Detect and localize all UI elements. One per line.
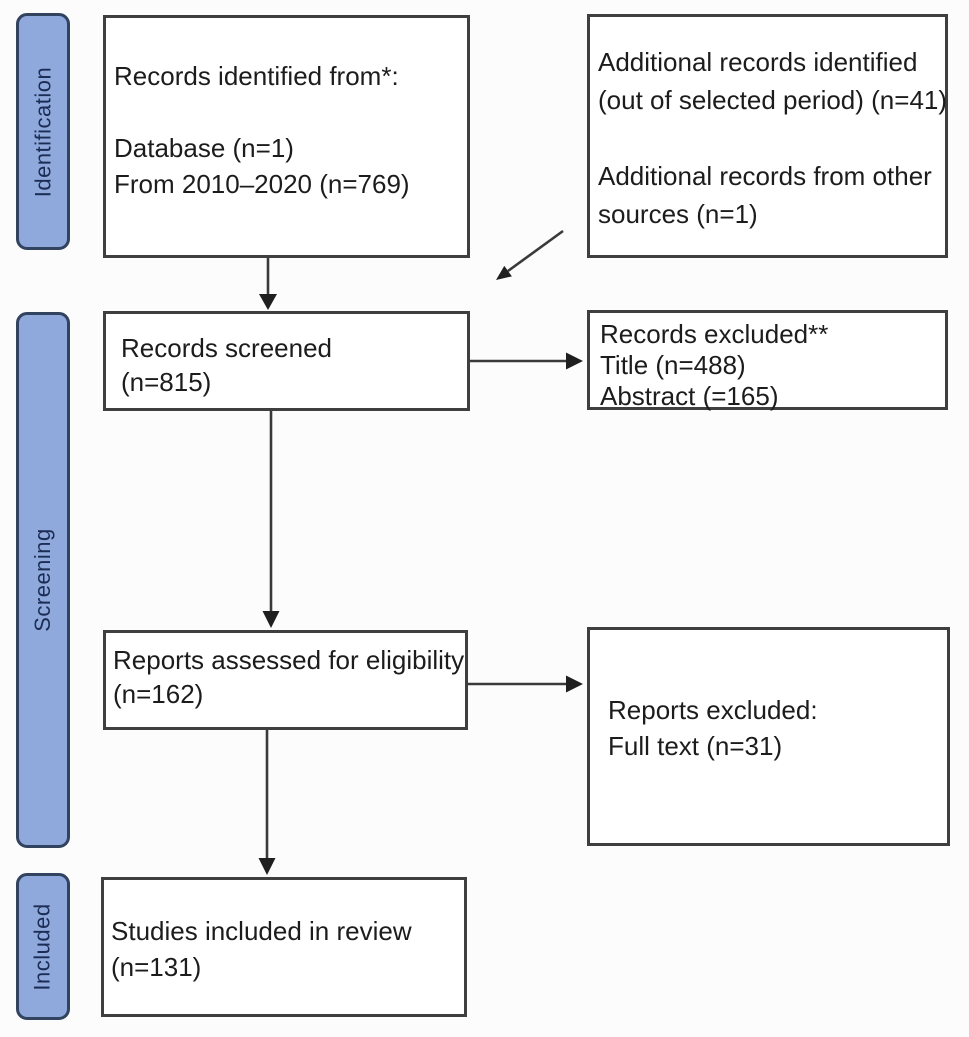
box-line: Full text (n=31) — [608, 731, 783, 761]
arrow-assessed-to-reports-excluded — [468, 675, 583, 693]
box-line: Abstract (=165) — [600, 381, 779, 411]
box-line: Reports assessed for eligibility — [113, 645, 465, 675]
stage-label-identification: Identification — [30, 66, 55, 197]
box-line: Records excluded** — [600, 319, 829, 349]
stage-bar-identification: Identification — [16, 13, 70, 250]
arrow-identified-to-screened — [259, 258, 277, 310]
box-line: (n=815) — [121, 367, 212, 397]
box-line: Records identified from*: — [114, 61, 399, 91]
box-line: Reports excluded: — [608, 695, 818, 725]
box-reports-assessed: Reports assessed for eligibility (n=162) — [103, 630, 468, 730]
box-additional-records: Additional records identified (out of se… — [587, 14, 948, 258]
arrow-screened-to-records-excluded — [470, 352, 583, 370]
stage-label-screening: Screening — [30, 528, 56, 632]
box-line: (n=162) — [113, 679, 204, 709]
box-reports-excluded: Reports excluded: Full text (n=31) — [587, 627, 950, 846]
box-records-identified: Records identified from*: Database (n=1)… — [103, 15, 470, 258]
box-line: (n=131) — [111, 952, 202, 982]
box-line: (out of selected period) (n=41) — [598, 85, 948, 115]
stage-bar-included: Included — [16, 873, 70, 1020]
box-line: Studies included in review — [111, 916, 412, 946]
box-records-screened: Records screened (n=815) — [103, 311, 470, 411]
box-line: Additional records from other — [598, 161, 932, 191]
box-line: Records screened — [121, 333, 332, 363]
box-line: From 2010–2020 (n=769) — [114, 169, 410, 199]
box-line: Database (n=1) — [114, 133, 294, 163]
stage-label-included: Included — [30, 902, 55, 991]
stage-bar-screening: Screening — [16, 312, 70, 848]
arrow-assessed-to-included — [258, 730, 276, 875]
box-studies-included: Studies included in review (n=131) — [101, 877, 467, 1017]
box-line-blank — [114, 94, 461, 130]
box-line-blank — [598, 119, 941, 157]
box-line: sources (n=1) — [598, 199, 758, 229]
arrow-screened-to-assessed — [262, 411, 280, 628]
box-line: Additional records identified — [598, 47, 918, 77]
box-line: Title (n=488) — [600, 350, 746, 380]
box-records-excluded: Records excluded** Title (n=488) Abstrac… — [587, 310, 948, 411]
arrow-additional-to-screened — [496, 229, 564, 280]
